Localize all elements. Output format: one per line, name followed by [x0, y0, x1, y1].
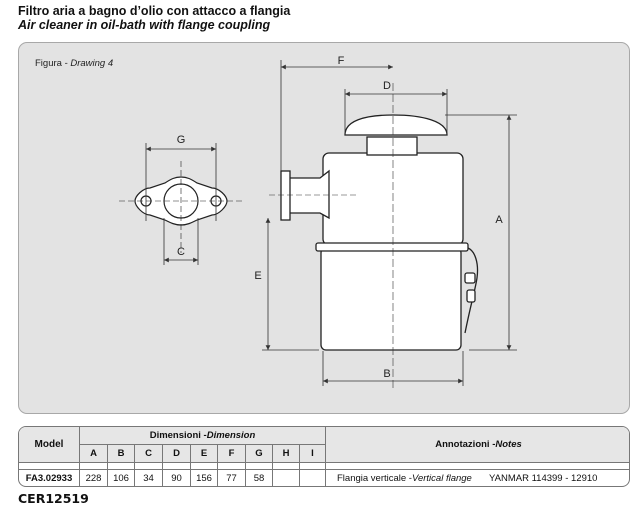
grid-line — [79, 427, 80, 486]
grid-line — [325, 427, 326, 486]
row-note: Flangia verticale - Vertical flange — [337, 470, 497, 486]
row-note-en: Vertical flange — [411, 473, 472, 484]
col-header-e: E — [200, 448, 208, 459]
title-italian: Filtro aria a bagno d’olio con attacco a… — [18, 4, 291, 18]
grid-line — [217, 444, 218, 486]
value-c: 34 — [143, 473, 154, 484]
value-e: 156 — [196, 473, 212, 484]
grid-line — [190, 444, 191, 486]
col-header-c: C — [145, 448, 152, 459]
col-header-a: A — [90, 448, 97, 459]
col-header-i: I — [311, 448, 314, 459]
value-h — [273, 470, 299, 486]
dimension-g — [145, 143, 217, 221]
figure-caption-it: Figura - — [35, 58, 71, 69]
dimension-a — [445, 114, 517, 351]
label-f: F — [338, 55, 345, 67]
air-cleaner-drawing: G C — [119, 55, 517, 388]
figure-caption: Figura - Drawing 4 — [35, 58, 113, 69]
figure-caption-en: Drawing 4 — [70, 58, 114, 69]
dimensions-header-it: Dimensioni - — [149, 430, 207, 441]
grid-line — [134, 444, 135, 486]
row-note-it: Flangia verticale - — [337, 473, 412, 484]
grid-line — [79, 444, 325, 445]
grid-line — [19, 462, 629, 463]
grid-line — [272, 444, 273, 486]
col-header-f: F — [228, 448, 235, 459]
col-header-d: D — [173, 448, 180, 459]
label-c: C — [177, 246, 185, 258]
grid-line — [245, 444, 246, 486]
drawing-panel: Figura - Drawing 4 G C — [18, 42, 630, 414]
flange-front-view — [119, 161, 243, 253]
value-g: 58 — [253, 473, 265, 484]
model-header: Model — [34, 439, 64, 450]
catalog-code: CER12519 — [18, 491, 89, 506]
label-b: B — [383, 368, 390, 380]
dimension-f — [280, 60, 393, 171]
value-d: 90 — [171, 473, 182, 484]
dimension-c — [163, 218, 199, 265]
notes-header-en: Notes — [495, 439, 522, 450]
title-english: Air cleaner in oil-bath with flange coup… — [18, 18, 271, 32]
value-a: 228 — [85, 473, 102, 484]
col-header-h: H — [282, 448, 290, 459]
dimensions-header-en: Dimension — [206, 430, 256, 441]
dimension-d — [344, 89, 448, 135]
label-d: D — [383, 80, 391, 92]
dimensions-header: Dimensioni - Dimension — [80, 427, 325, 444]
grid-line — [107, 444, 108, 486]
value-f: 77 — [226, 473, 237, 484]
col-header-g: G — [255, 448, 263, 459]
row-model: FA3.02933 — [25, 473, 73, 484]
label-a: A — [495, 214, 503, 226]
dimensions-table: Model Dimensioni - Dimension Annotazioni… — [18, 426, 630, 487]
row-note-ref: YANMAR 114399 - 12910 — [489, 473, 598, 484]
notes-header-it: Annotazioni - — [435, 439, 496, 450]
dimension-b — [322, 351, 464, 386]
label-g: G — [177, 134, 186, 146]
value-i — [300, 470, 325, 486]
grid-line — [299, 444, 300, 486]
col-header-b: B — [117, 448, 125, 459]
label-e: E — [254, 270, 261, 282]
value-b: 106 — [113, 473, 129, 484]
notes-header: Annotazioni - Notes — [326, 427, 629, 462]
grid-line — [162, 444, 163, 486]
air-cleaner-side-view — [280, 114, 479, 351]
grid-line — [19, 469, 629, 470]
dimension-e — [262, 218, 319, 351]
